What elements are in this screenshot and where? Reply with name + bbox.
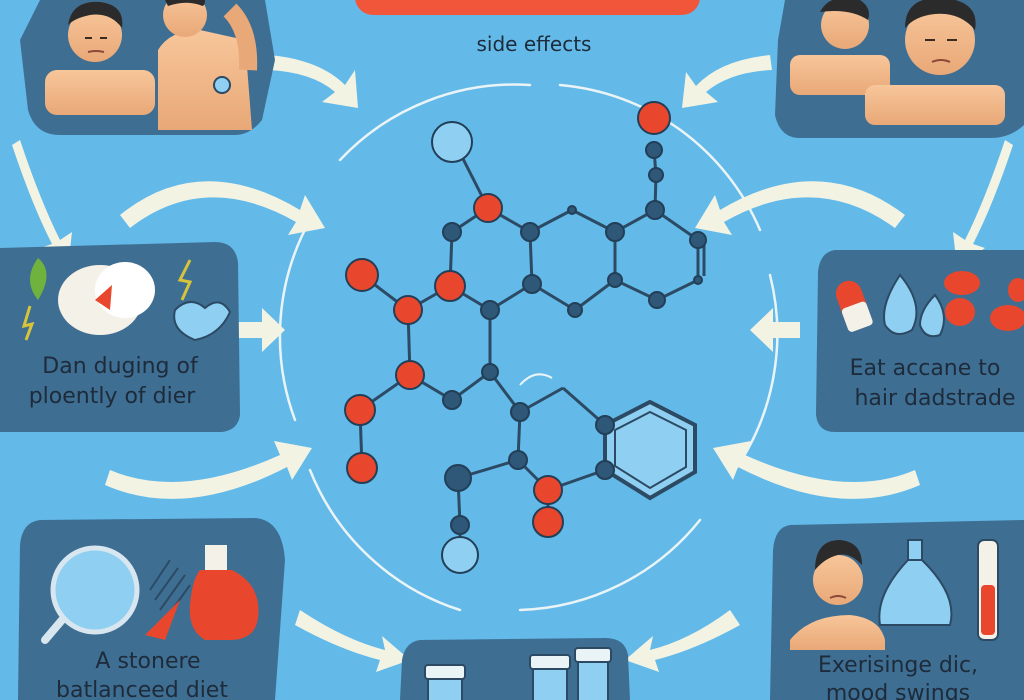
panel-bottom-center bbox=[400, 638, 630, 700]
cycle-arrows bbox=[12, 55, 1013, 672]
arrow-far-right-top bbox=[953, 140, 1013, 268]
water-flask-icon bbox=[878, 539, 953, 626]
vial-icon-2 bbox=[529, 654, 571, 700]
lightning-icon-2 bbox=[177, 259, 193, 301]
subtitle: side effects bbox=[477, 32, 592, 56]
test-tube-icon bbox=[977, 539, 999, 641]
small-arc bbox=[519, 373, 553, 386]
atom-red-top-right bbox=[637, 101, 671, 135]
atom-light-bottom bbox=[441, 536, 479, 574]
atom-light-top bbox=[431, 121, 473, 163]
panel-top-left bbox=[20, 0, 275, 135]
man-sad-icon bbox=[790, 540, 885, 650]
panel-bottom-right-text-1: Exerisinge dic, bbox=[818, 653, 978, 678]
molecule-atoms bbox=[344, 101, 707, 574]
vial-icon-3 bbox=[574, 647, 612, 700]
scribble-icon bbox=[149, 559, 191, 621]
panel-bottom-left: A stonere batlanceed diet bbox=[18, 518, 285, 700]
panel-right-text-2: hair dadstrade bbox=[854, 386, 1015, 411]
man-front-icon bbox=[865, 0, 1005, 125]
flask-icon bbox=[189, 545, 259, 640]
arrow-far-left-top bbox=[12, 140, 72, 268]
water-drop-icon bbox=[883, 273, 945, 338]
arrow-right-lower bbox=[713, 441, 920, 499]
man-armpit-icon bbox=[158, 0, 258, 130]
pills-icon bbox=[944, 271, 1024, 331]
arrow-right-upper bbox=[695, 181, 905, 235]
panel-bottom-left-text-2: batlanceed diet bbox=[56, 678, 228, 700]
panel-bottom-right: Exerisinge dic, mood swings bbox=[770, 520, 1024, 700]
panel-bottom-right-text-2: mood swings bbox=[826, 681, 970, 700]
man-portrait-icon bbox=[45, 1, 155, 115]
arrow-bottom-right bbox=[625, 610, 740, 672]
arrow-right-mid bbox=[750, 308, 800, 352]
arrow-top-right bbox=[682, 55, 772, 108]
cycle-ring bbox=[278, 83, 779, 612]
benzene-ring bbox=[603, 399, 697, 501]
panel-left-text-1: Dan duging of bbox=[42, 354, 199, 379]
arrow-left-mid bbox=[235, 308, 285, 352]
pill-icon bbox=[58, 262, 155, 335]
arrow-left-lower bbox=[105, 441, 312, 499]
panel-left-middle: Dan duging of ploently of dier bbox=[0, 242, 240, 432]
arrow-left-upper bbox=[120, 181, 325, 235]
heart-icon bbox=[173, 301, 232, 342]
molecule-diagram bbox=[344, 101, 707, 574]
capsule-icon bbox=[835, 280, 873, 332]
arrow-bottom-left bbox=[295, 610, 410, 672]
panel-top-right bbox=[775, 0, 1024, 138]
arrow-top-left bbox=[268, 55, 358, 108]
magnifier-icon bbox=[41, 545, 140, 644]
title-banner bbox=[355, 0, 700, 15]
vial-icon-1 bbox=[424, 664, 466, 700]
panel-right-middle: Eat accane to hair dadstrade bbox=[816, 250, 1024, 432]
panel-bottom-left-text-1: A stonere bbox=[95, 649, 200, 674]
leaf-icon bbox=[30, 258, 47, 300]
panel-right-text-1: Eat accane to bbox=[850, 356, 1001, 381]
lightning-icon bbox=[21, 305, 35, 341]
man-side-icon bbox=[790, 0, 890, 95]
panel-left-text-2: ploently of dier bbox=[29, 384, 197, 409]
